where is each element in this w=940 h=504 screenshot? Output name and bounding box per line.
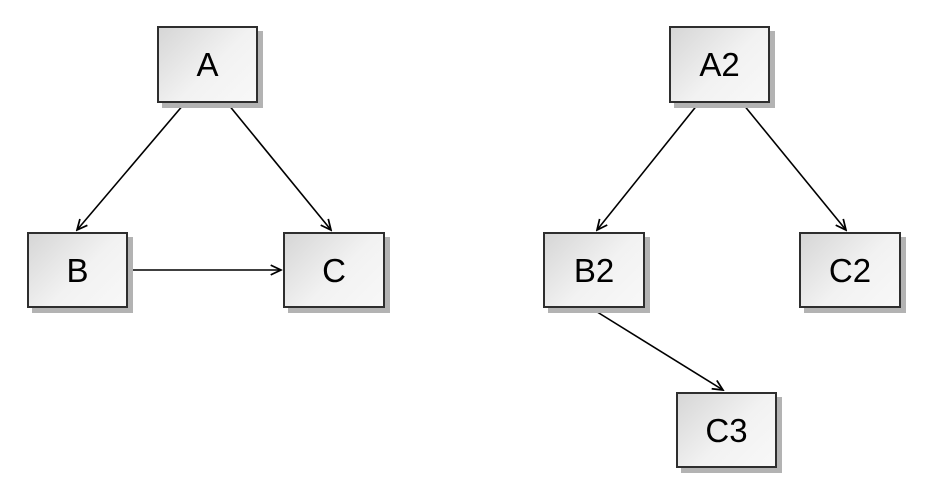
node-c2: C2 bbox=[799, 232, 901, 308]
node-a: A bbox=[157, 26, 258, 103]
node-label-b2: B2 bbox=[573, 251, 615, 289]
edge-a-b bbox=[77, 103, 185, 230]
node-c: C bbox=[283, 232, 385, 308]
node-label-c3: C3 bbox=[705, 411, 748, 449]
edge-a2-b2 bbox=[597, 103, 699, 230]
node-label-c: C bbox=[322, 251, 346, 289]
node-label-c2: C2 bbox=[828, 251, 872, 289]
node-c3: C3 bbox=[676, 392, 777, 468]
node-label-b: B bbox=[66, 251, 89, 289]
node-a2: A2 bbox=[669, 26, 770, 103]
edge-b2-c3 bbox=[593, 309, 723, 390]
edge-a2-c2 bbox=[742, 103, 846, 230]
node-b2: B2 bbox=[543, 232, 645, 308]
edge-a-c bbox=[227, 103, 331, 230]
node-label-a2: A2 bbox=[699, 46, 740, 83]
node-label-a: A bbox=[196, 46, 219, 83]
node-b: B bbox=[27, 232, 128, 308]
